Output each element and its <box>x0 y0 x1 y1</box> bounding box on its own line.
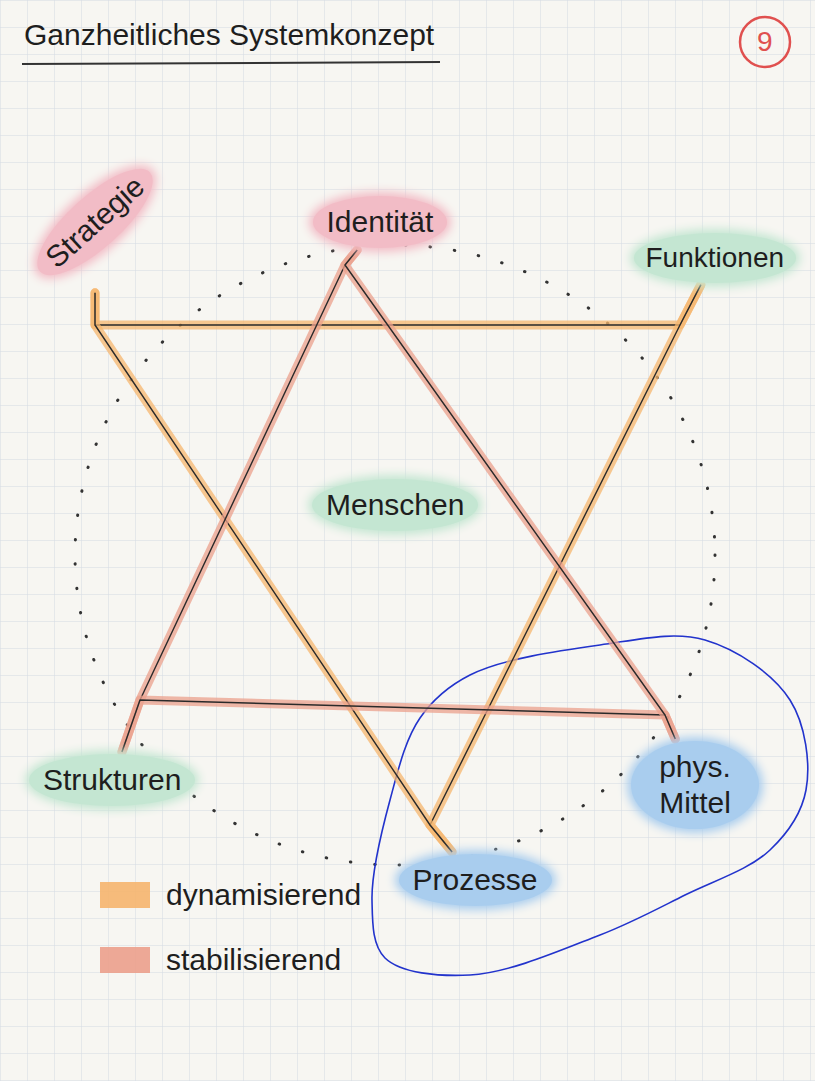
concept-blob: phys. Mittel <box>631 741 759 829</box>
legend-row: stabilisierend <box>100 945 341 975</box>
marker-stroke <box>122 700 675 752</box>
callout-box: 9 <box>757 26 773 58</box>
title-box: Ganzheitliches Systemkonzept <box>24 18 434 52</box>
legend-row: dynamisierend <box>100 880 361 910</box>
concept-label: Funktionen <box>646 241 785 275</box>
legend-swatch <box>100 947 150 973</box>
legend-text: stabilisierend <box>166 943 341 977</box>
marker-stroke <box>95 285 701 325</box>
concept-label: phys. Mittel <box>645 749 745 821</box>
concept-label: Identität <box>327 204 434 240</box>
concept-label: Strukturen <box>43 762 181 798</box>
pen-stroke <box>122 700 675 752</box>
concept-label: Menschen <box>326 487 464 523</box>
title: Ganzheitliches Systemkonzept <box>24 18 434 51</box>
concept-blob: Identität <box>313 196 448 248</box>
legend-swatch <box>100 882 150 908</box>
concept-label: Strategie <box>38 168 151 275</box>
concept-blob: Menschen <box>312 479 478 531</box>
triangle-side <box>122 700 675 752</box>
title-underline <box>22 62 440 64</box>
pen-stroke <box>95 285 701 325</box>
concept-blob: Funktionen <box>634 233 797 283</box>
concept-blob: Strategie <box>23 153 168 291</box>
callout-circle <box>740 17 790 67</box>
concept-blob: Strukturen <box>29 754 195 806</box>
triangle-side <box>95 285 701 325</box>
legend-text: dynamisierend <box>166 878 361 912</box>
concept-blob: Prozesse <box>399 854 552 906</box>
concept-label: Prozesse <box>413 862 538 898</box>
callout-number: 9 <box>757 26 773 57</box>
